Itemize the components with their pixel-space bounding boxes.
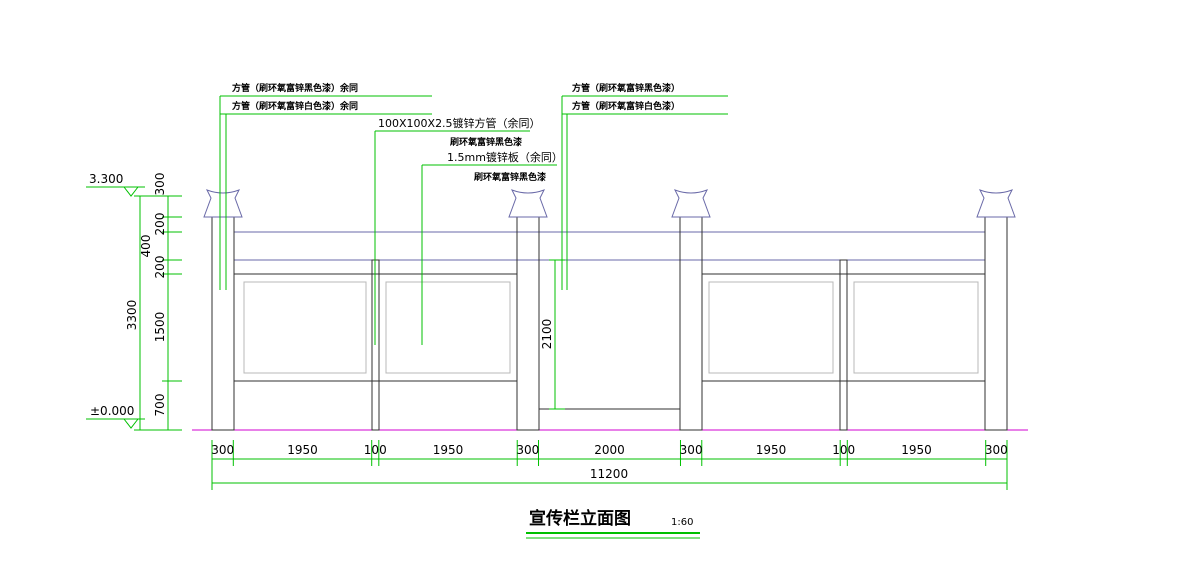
dim-cap-label: 300: [153, 173, 167, 196]
annotation-galv-plate: 1.5mm镀锌板（余同）: [447, 150, 563, 164]
post-cap-3: [671, 189, 711, 218]
width-dim-label: 300: [516, 443, 539, 457]
post-4: [984, 216, 1008, 431]
level-top-label: 3.300: [89, 172, 123, 186]
level-ground-triangle: [123, 418, 139, 429]
annotation-left-pipe-black: 方管（刷环氧富锌黑色漆）余同: [232, 82, 358, 94]
width-dim-label: 300: [680, 443, 703, 457]
annotation-galv-pipe: 100X100X2.5镀锌方管（余同）: [378, 116, 541, 130]
annotation-epoxy-bottom: 刷环氧富锌黑色漆: [474, 171, 546, 183]
width-dim-labels: 300 1950 100 1950 300 2000 300 1950 100 1950 300: [211, 443, 1008, 457]
door-dim-label: 2100: [540, 319, 554, 350]
board-4: [853, 281, 979, 374]
dim-panel-label: 1500: [153, 312, 167, 343]
board-1: [243, 281, 367, 374]
width-dim-label: 300: [211, 443, 234, 457]
level-top-triangle: [123, 186, 139, 197]
post-3: [679, 216, 703, 431]
width-dim-label: 300: [985, 443, 1008, 457]
board-2: [385, 281, 511, 374]
width-dim-label: 1950: [756, 443, 787, 457]
post-1: [211, 216, 235, 431]
width-dim-label: 100: [832, 443, 855, 457]
dim-gap-label: 400: [139, 235, 153, 258]
dim-total-height-label: 3300: [125, 300, 139, 331]
post-cap-1: [203, 189, 243, 218]
divider-post-right: [839, 259, 848, 431]
board-3: [708, 281, 834, 374]
dim-beam1-label: 200: [153, 213, 167, 236]
post-cap-2: [508, 189, 548, 218]
post-2: [516, 216, 540, 431]
drawing-scale: 1:60: [671, 517, 693, 528]
width-dim-label: 1950: [287, 443, 318, 457]
width-dim-label: 1950: [901, 443, 932, 457]
level-ground-label: ±0.000: [90, 404, 134, 418]
dim-total-width-label: 11200: [590, 467, 628, 481]
width-dim-ticks: [211, 440, 1008, 490]
width-dim-label: 100: [364, 443, 387, 457]
annotation-left-pipe-white: 方管（刷环氧富锌白色漆）余同: [232, 100, 358, 112]
width-dim-label: 1950: [433, 443, 464, 457]
annotation-right-pipe-black: 方管（刷环氧富锌黑色漆）: [572, 82, 680, 94]
dim-base-label: 700: [153, 394, 167, 417]
annotation-epoxy-top: 刷环氧富锌黑色漆: [450, 136, 522, 148]
drawing-title: 宣传栏立面图: [529, 508, 631, 529]
dim-beam2-label: 200: [153, 256, 167, 279]
annotation-right-pipe-white: 方管（刷环氧富锌白色漆）: [572, 100, 680, 112]
post-cap-4: [976, 189, 1016, 218]
width-dim-label: 2000: [594, 443, 625, 457]
